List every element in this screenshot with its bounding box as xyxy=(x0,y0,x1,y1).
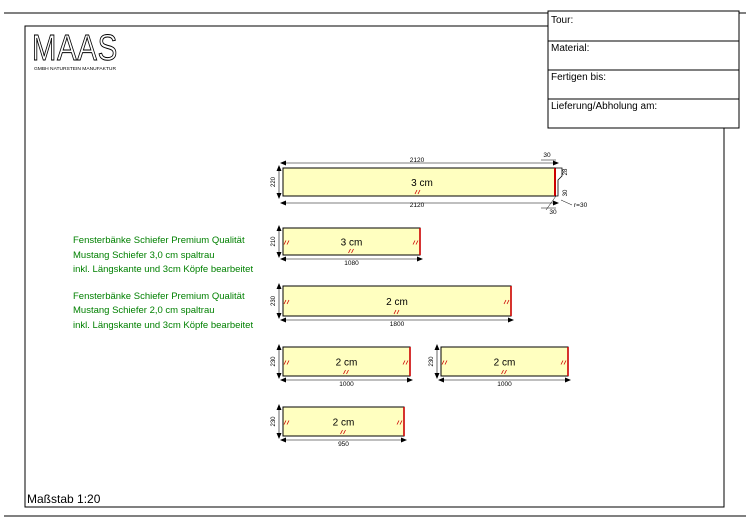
dimension-width: 210 xyxy=(271,236,277,247)
edge-mark-bottom xyxy=(348,248,354,254)
dimension-width: 230 xyxy=(271,356,277,367)
description-line: Fensterbänke Schiefer Premium Qualität xyxy=(73,235,245,246)
dimension-length: 1800 xyxy=(390,321,405,328)
dimension-length: 950 xyxy=(338,441,349,448)
detail-dim-a: 28 xyxy=(563,168,569,175)
info-fertigen-label: Fertigen bis: xyxy=(551,72,606,83)
main-slab-drawing: 2120 3 cm 220 2120 30 28 30 30 r=30 xyxy=(271,152,588,216)
logo-text: MAAS xyxy=(32,27,118,68)
detail-depth-bottom: 30 xyxy=(549,209,557,216)
scale-label: Maßstab 1:20 xyxy=(27,492,101,506)
info-table: Tour: Material: Fertigen bis: Lieferung/… xyxy=(547,10,740,129)
dimension-width: 230 xyxy=(429,356,435,367)
dimension-length: 1000 xyxy=(497,381,512,388)
edge-mark-left xyxy=(283,240,290,245)
dimension-length: 1080 xyxy=(344,260,359,267)
description-block-1: Fensterbänke Schiefer Premium Qualität M… xyxy=(73,235,253,275)
edge-mark-left xyxy=(283,299,290,305)
edge-mark-right xyxy=(560,360,567,365)
description-line: Mustang Schiefer 3,0 cm spaltrau xyxy=(73,250,215,261)
edge-mark-left xyxy=(283,360,290,365)
edge-mark-bottom xyxy=(343,369,349,375)
dimension-width: 230 xyxy=(271,295,277,306)
slab-3 xyxy=(282,346,411,377)
description-line: Mustang Schiefer 2,0 cm spaltrau xyxy=(73,305,215,316)
slab-thickness: 3 cm xyxy=(341,238,363,249)
edge-mark-right xyxy=(402,360,409,365)
dimension-width: 230 xyxy=(271,416,277,427)
dimension-length-bottom: 2120 xyxy=(410,202,425,209)
detail-dim-b: 30 xyxy=(563,189,569,196)
edge-mark xyxy=(414,189,421,195)
main-slab-thickness: 3 cm xyxy=(411,178,433,189)
slab-thickness: 2 cm xyxy=(333,418,355,429)
info-tour-label: Tour: xyxy=(551,15,573,26)
edge-mark-bottom xyxy=(501,369,507,375)
edge-mark-bottom xyxy=(393,309,400,315)
edge-mark-bottom xyxy=(340,429,346,435)
edge-mark-left xyxy=(283,420,290,425)
dimension-width: 220 xyxy=(271,176,277,187)
info-lieferung-label: Lieferung/Abholung am: xyxy=(551,101,657,112)
profile-detail xyxy=(555,167,563,197)
slab-5 xyxy=(282,406,405,437)
detail-depth-top: 30 xyxy=(543,152,551,159)
description-line: inkl. Längskante und 3cm Köpfe bearbeite… xyxy=(73,264,253,275)
description-line: inkl. Längskante und 3cm Köpfe bearbeite… xyxy=(73,320,253,331)
description-line: Fensterbänke Schiefer Premium Qualität xyxy=(73,291,245,302)
slab-thickness: 2 cm xyxy=(336,358,358,369)
edge-mark-left xyxy=(441,360,448,365)
slab-thickness: 2 cm xyxy=(386,297,408,308)
description-block-2: Fensterbänke Schiefer Premium Qualität M… xyxy=(73,291,253,331)
info-material-label: Material: xyxy=(551,43,589,54)
detail-radius: r=30 xyxy=(574,202,588,209)
edge-mark-right xyxy=(412,240,419,245)
dimension-length: 1000 xyxy=(339,381,354,388)
slab-4 xyxy=(440,346,569,377)
dimension-length-top: 2120 xyxy=(410,157,425,164)
maas-logo: MAAS GMBH NATURSTEIN MANUFAKTUR xyxy=(32,27,118,72)
edge-mark-right xyxy=(503,299,510,305)
slab-1 xyxy=(282,227,421,256)
logo-subtitle: GMBH NATURSTEIN MANUFAKTUR xyxy=(34,66,117,71)
pieces-layer: 3 cm 210 1080 2 cm 230 1800 2 cm 230 1000 2 cm 230… xyxy=(271,225,571,448)
drawing-border xyxy=(24,25,725,508)
slab-thickness: 2 cm xyxy=(494,358,516,369)
edge-mark-right xyxy=(396,420,403,425)
